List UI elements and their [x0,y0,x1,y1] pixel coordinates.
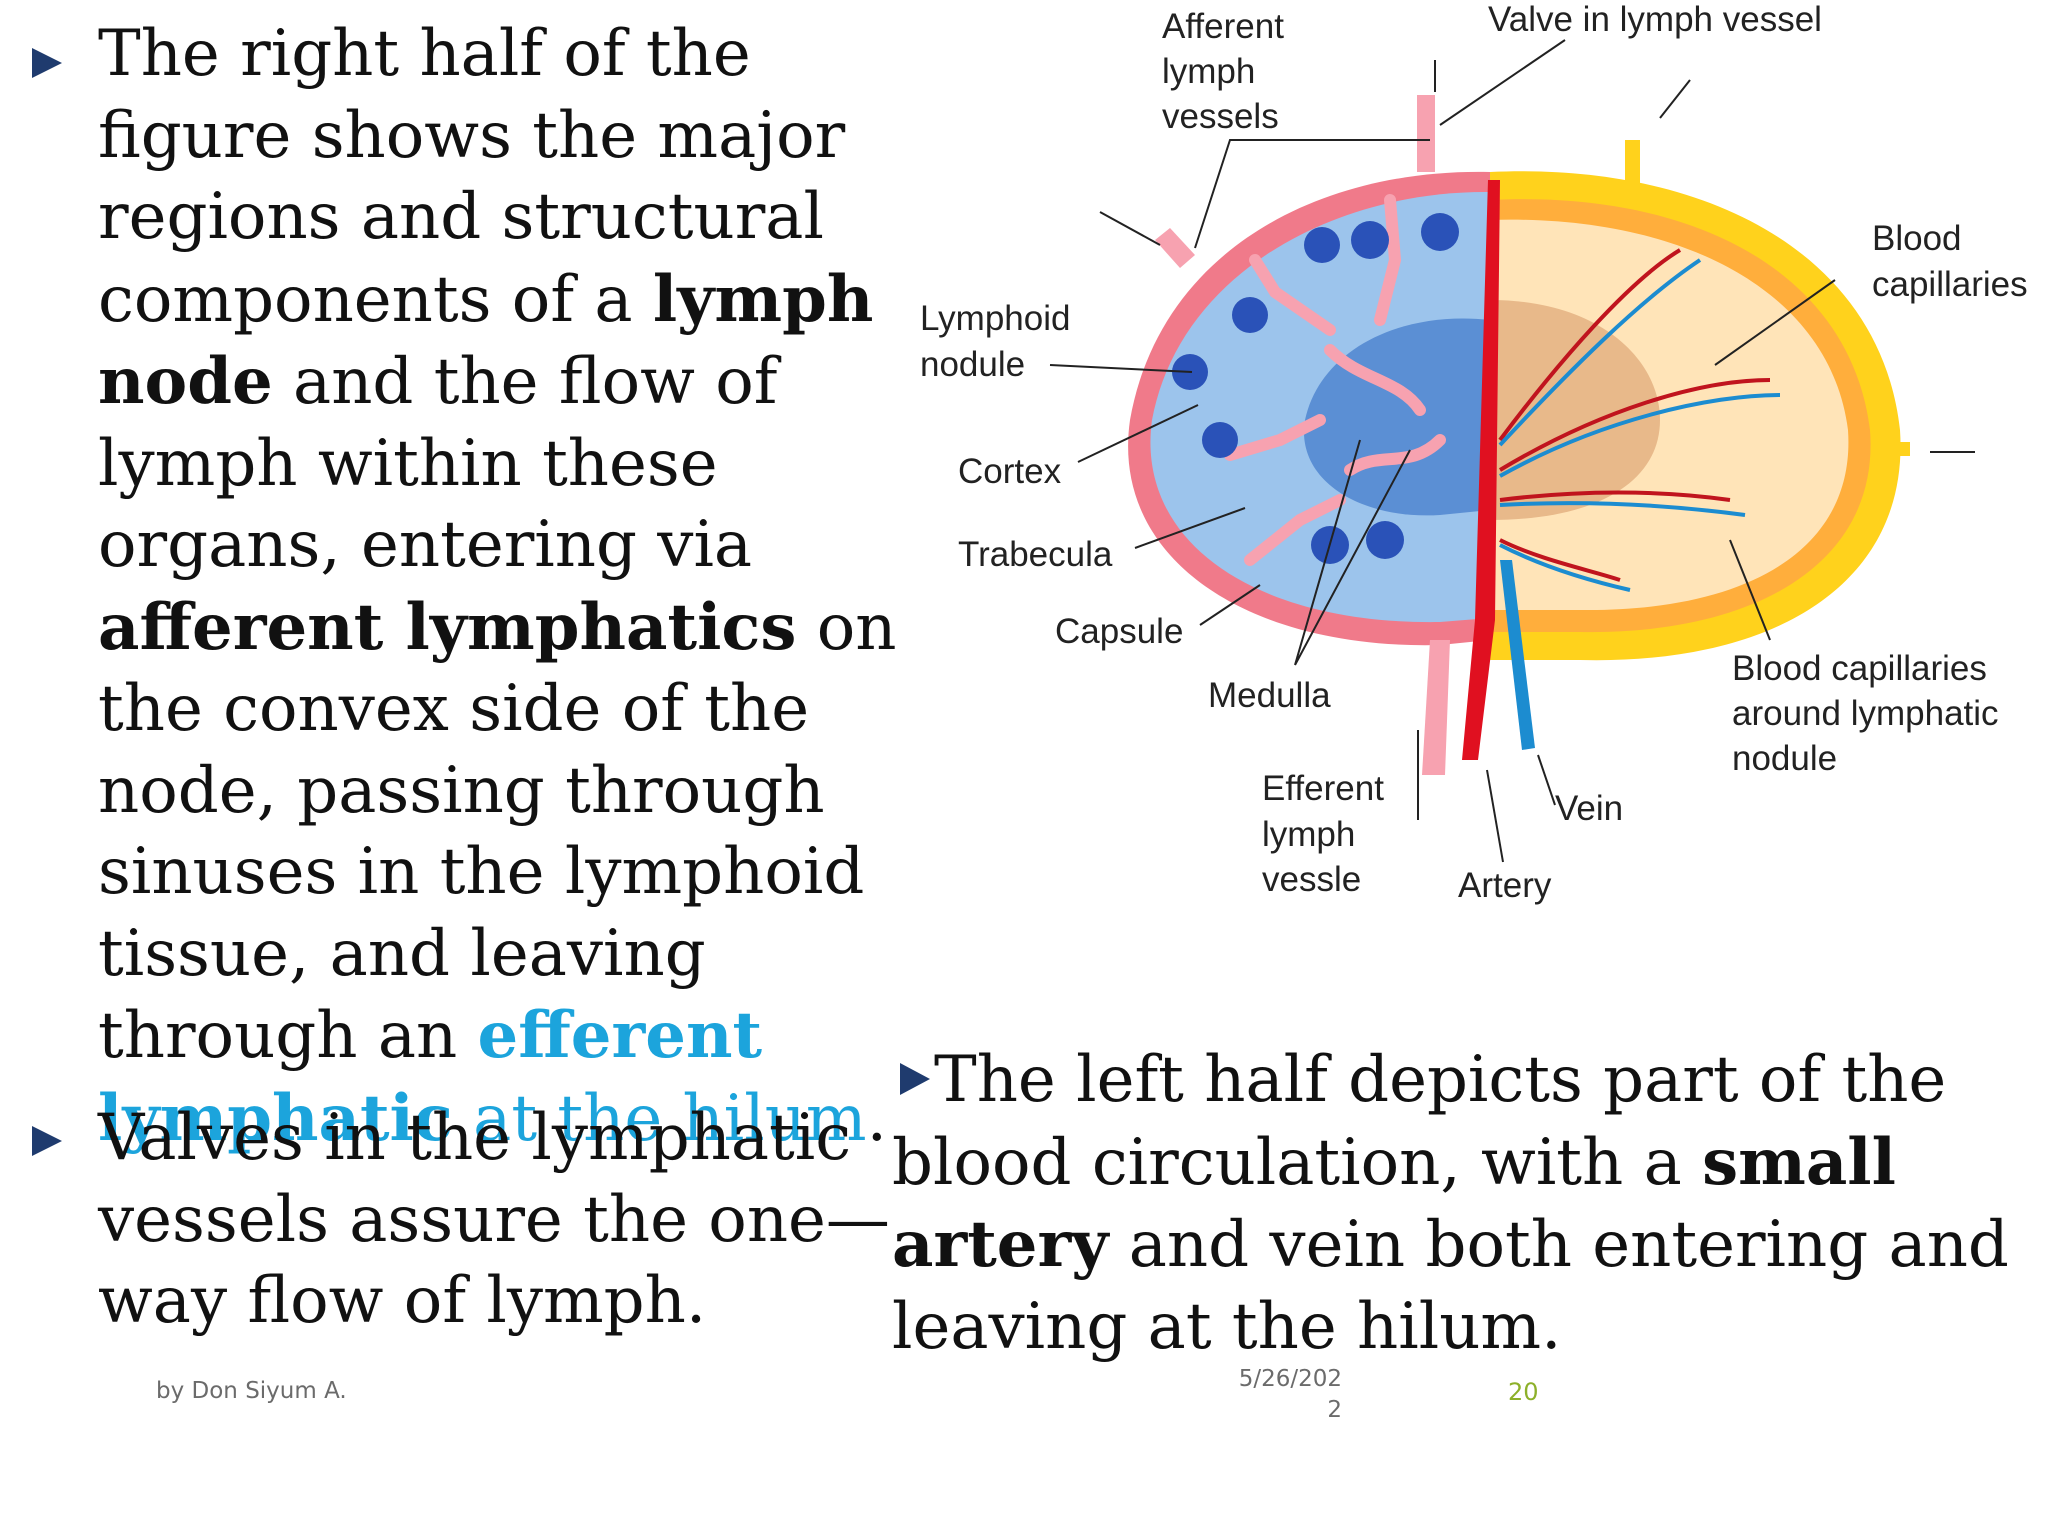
right-text-1: The left half depicts part of the blood … [892,1043,1947,1200]
right-paragraph: The left half depicts part of the blood … [892,1040,2042,1368]
label-efferent-3: vessle [1262,860,1361,899]
yellow-vessel-top [1625,140,1640,205]
yellow-vessel-right [1890,442,1910,456]
label-bcan-3: nodule [1732,739,1837,778]
label-afferent-2: lymph [1162,52,1255,91]
label-lymphoid-1: Lymphoid [920,299,1070,338]
left-blue-efferent: efferent lymphatic [98,998,763,1156]
label-blood-cap-1: Blood [1872,219,1962,258]
right-bold-artery: small artery [892,1124,1896,1283]
label-bcan-1: Blood capillaries [1732,649,1987,688]
page-number: 20 [1508,1378,1539,1406]
valves-paragraph: Valves in the lymphatic vessels assure t… [98,1101,890,1338]
left-paragraph: The right half of the figure shows the m… [98,14,918,1160]
label-lymphoid-2: nodule [920,345,1025,384]
bullet-icon [900,1062,930,1095]
label-medulla: Medulla [1208,676,1331,715]
leader-lines [1049,39,1975,863]
label-afferent-3: vessels [1162,97,1279,136]
label-afferent-1: Afferent [1162,7,1284,46]
afferent-vessel-top [1417,95,1435,172]
lymphoid-nodules [1172,213,1459,564]
lymph-node-diagram: Afferent lymph vessels Valve in lymph ve… [920,0,2028,905]
footer-author: by Don Siyum A. [156,1378,347,1404]
inner-tan [1490,300,1660,520]
afferent-vessel-left [1155,228,1195,268]
bullet-icon [32,48,62,78]
vein [1500,560,1535,750]
bullet-icon [32,1126,62,1156]
footer-date: 5/26/2022 [1238,1366,1342,1423]
label-efferent-2: lymph [1262,815,1355,854]
label-efferent-1: Efferent [1262,769,1384,808]
blood-half [1490,140,1910,661]
efferent-vessel [1422,640,1450,775]
trabecula [1224,194,1446,566]
label-vein: Vein [1555,789,1623,828]
label-bcan-2: around lymphatic [1732,694,1999,733]
right-text-2: and vein both entering and leaving at th… [892,1208,2009,1364]
left-blue-hilum: at the hilum [452,1081,867,1156]
label-capsule: Capsule [1055,612,1183,651]
left-text-1: The right half of the figure shows the m… [98,17,846,337]
lymph-half [1128,171,1490,646]
left-text-3: on the convex side of the node, passing … [98,590,897,1074]
left-text-end: . [866,1081,887,1156]
label-trabecula: Trabecula [958,535,1113,574]
label-valve: Valve in lymph vessel [1488,0,1822,39]
left-bold-lymph-node: lymph node [98,261,874,420]
label-cortex: Cortex [958,452,1062,491]
left-bold-afferent: afferent lymphatics [98,589,797,665]
label-artery: Artery [1458,866,1552,905]
label-blood-cap-2: capillaries [1872,265,2028,304]
left-text-2: and the flow of lymph within these organ… [98,345,778,582]
blood-capillaries [1498,248,1781,592]
artery [1462,180,1500,760]
